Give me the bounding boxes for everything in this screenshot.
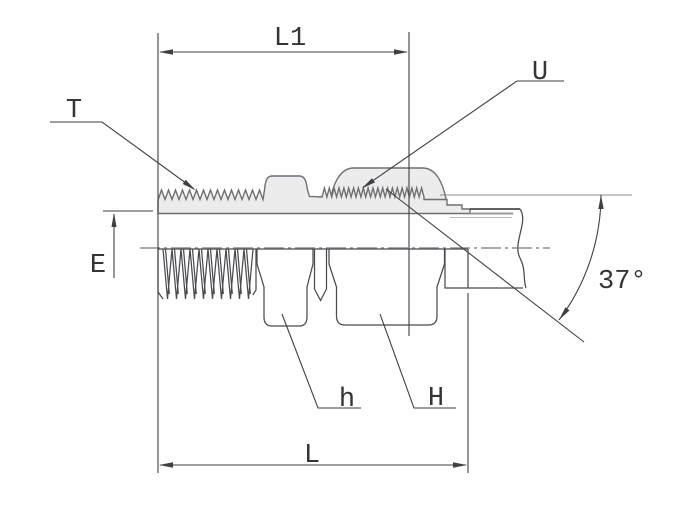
l1-arrow-left [159,49,173,55]
dimension-L: L [159,441,467,471]
h-small-label: h [339,385,355,415]
angle-label: 37° [598,267,647,297]
thread-runout [252,249,257,296]
e-label: E [90,251,106,281]
male-thread-flanks [164,248,251,295]
angle-arc [558,194,602,321]
small-hex [256,249,314,327]
big-nut [328,249,446,326]
tube-break-curve [517,208,527,289]
hex-groove [313,249,328,302]
nut-back-hub [444,249,469,289]
t-label: T [66,96,82,126]
leader-U: U [362,58,564,189]
angle-arc-arrow-top [598,195,604,209]
l-arrow-right [453,462,467,468]
l-arrow-left [159,462,173,468]
dimension-E: E [90,210,153,281]
leader-H: H [379,313,456,414]
u-arrowhead [362,178,375,189]
u-label: U [532,58,548,88]
male-thread-v-profile [162,248,254,300]
l1-label: L1 [274,24,306,54]
fitting-left-face [157,249,164,300]
leader-h: h [281,313,361,415]
flare-cone-line [385,188,585,343]
h-big-label: H [428,384,444,414]
dimension-L1: L1 [159,24,408,55]
e-arrow-up [111,213,117,227]
leader-T: T [50,96,196,191]
angle-arc-arrow-bottom [559,307,570,320]
l-label: L [304,441,320,471]
body-thread-profile [157,175,471,215]
t-arrowhead [182,179,196,191]
l1-arrow-right [394,49,408,55]
